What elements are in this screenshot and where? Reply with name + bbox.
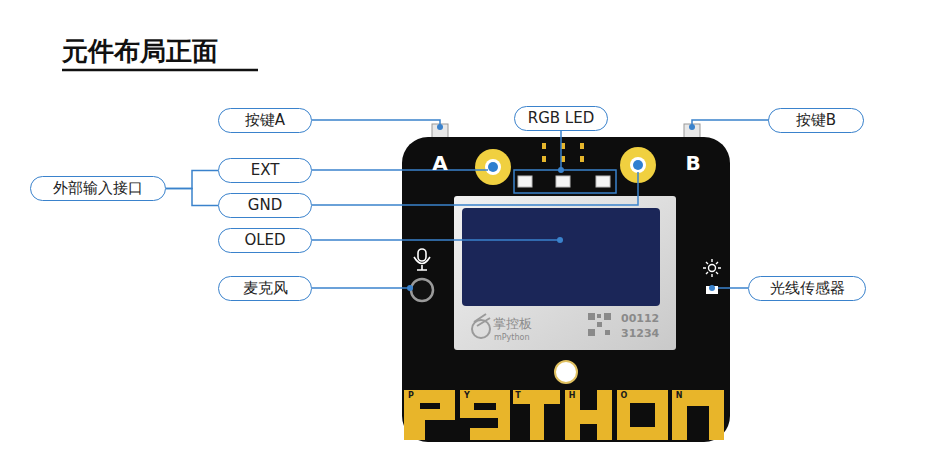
label-box: P (408, 392, 414, 400)
callout-text: OLED (244, 233, 285, 248)
connector-line (166, 171, 218, 189)
callout-pill: RGB LED (514, 106, 608, 131)
board-label: T (515, 392, 520, 400)
board-label: 31234 (621, 328, 659, 339)
callout-pill: OLED (218, 228, 312, 253)
label-box: 31234 (621, 328, 659, 339)
ext-ring (475, 149, 511, 185)
button-b (684, 124, 700, 138)
oled-bezel (454, 196, 676, 350)
board-label: A (432, 153, 447, 173)
label-box: 00112 (621, 313, 659, 324)
oled-screen (462, 208, 660, 306)
board-label: B (685, 153, 700, 173)
board-label: N (676, 392, 683, 400)
bracket-connector (166, 171, 218, 189)
button-a (432, 124, 448, 138)
board-label: P (408, 392, 414, 400)
callout-pill: 外部输入接口 (30, 176, 166, 201)
leader-lines (312, 120, 864, 288)
label-box: A (432, 153, 447, 173)
light-sensor (706, 286, 718, 294)
callout-pill: EXT (218, 158, 312, 183)
board-label: 掌控板 (493, 317, 532, 330)
bracket-connector (166, 189, 218, 206)
microphone (411, 279, 433, 301)
label-box: mPython (494, 334, 530, 342)
title-box: 元件布局正面 (62, 34, 218, 69)
callout-pill: 按键B (768, 108, 864, 133)
callout-text: 按键A (245, 113, 285, 128)
small-pads (542, 143, 584, 162)
connector-line (166, 189, 218, 206)
label-box: B (685, 153, 700, 173)
title: 元件布局正面 (62, 36, 218, 66)
callout-text: 麦克风 (243, 281, 288, 296)
callout-pill: 光线传感器 (748, 276, 866, 301)
board-label: Y (464, 392, 470, 400)
white-led (555, 361, 577, 383)
callout-text: RGB LED (528, 111, 595, 126)
pad-cutouts (420, 403, 655, 427)
callout-pill: GND (218, 193, 312, 218)
callout-pill: 按键A (218, 108, 312, 133)
board-label: 00112 (621, 313, 659, 324)
label-box: H (569, 392, 576, 400)
label-box: O (621, 392, 628, 400)
callout-pill: 麦克风 (218, 276, 312, 301)
board-label: mPython (494, 334, 530, 342)
python-pads (404, 390, 724, 440)
qr-code (588, 313, 611, 336)
board-label: O (621, 392, 628, 400)
board-label: H (569, 392, 576, 400)
callout-text: 光线传感器 (770, 281, 845, 296)
label-box: Y (464, 392, 470, 400)
board (402, 137, 730, 442)
callout-text: EXT (251, 163, 280, 178)
title-underline (62, 69, 258, 72)
mic-icon (414, 249, 430, 270)
label-box: T (515, 392, 520, 400)
leader-dots (407, 124, 715, 291)
label-box: N (676, 392, 683, 400)
logo-icon (472, 314, 490, 338)
rgb-leds (518, 176, 610, 187)
label-box: 掌控板 (493, 317, 532, 330)
callout-text: GND (248, 198, 282, 213)
callout-text: 按键B (796, 113, 836, 128)
sun-icon (703, 259, 721, 277)
callout-text: 外部输入接口 (53, 181, 143, 196)
